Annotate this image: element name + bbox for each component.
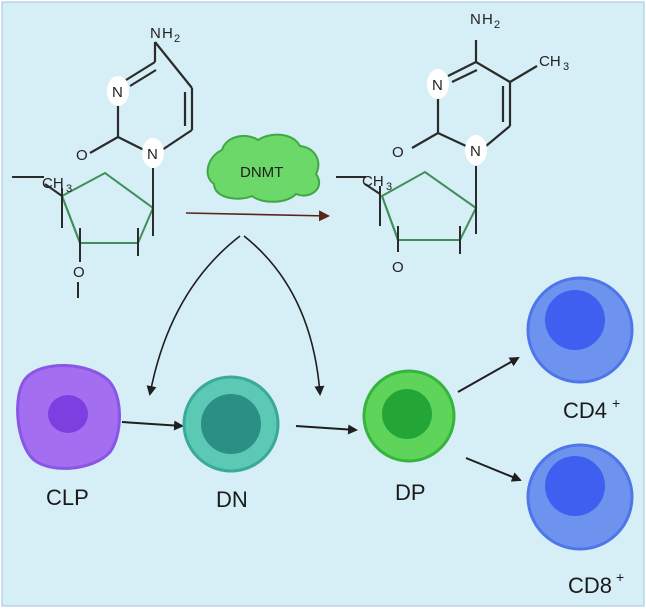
ring-n-top-halo [107,76,129,106]
amine-sub-label: 2 [174,33,180,45]
arrow-clp-to-dn [121,420,184,431]
methyl-deoxyribose-ring [336,170,478,254]
curved-arrow-to-dp [243,235,325,396]
ch3-sub-label: 3 [66,183,72,195]
ring-n-bottom-halo [142,138,164,168]
clp-label: CLP [46,485,89,510]
methyl-pyrimidine-ring [411,40,538,149]
cell-cd8: CD8 + [526,443,634,598]
cd4-nucleus [545,290,605,350]
oxygen-label: O [76,147,88,164]
methyl-ring-n-top-halo [427,69,449,99]
cd8-superscript: + [616,569,624,585]
methyl-ch3-sub-label: 3 [386,181,392,193]
amine-h-label: H [162,25,173,42]
methylation-arrow [185,210,330,222]
methyl-group-label: CH [539,53,561,70]
sugar-oxygen-label: O [73,264,85,281]
ring-n-bottom-label: N [147,146,158,163]
methyl-ring-n-top-label: N [432,77,443,94]
arrow-dp-to-cd4 [457,357,520,393]
methyl-sugar-oxygen-label: O [392,259,404,276]
ring-n-top-label: N [112,84,123,101]
cd4-label: CD4 [563,398,607,423]
deoxyribose-ring [12,171,155,298]
methyl-ring-n-bottom-label: N [470,143,481,160]
methyl-oxygen-label: O [392,144,404,161]
clp-nucleus [48,395,88,433]
cell-clp: CLP [16,364,121,510]
amine-n-label: N [150,25,161,42]
methyl-ring-n-bottom-halo [465,135,487,165]
cd8-label: CD8 [568,573,612,598]
cd4-superscript: + [612,395,620,411]
arrow-dn-to-dp [295,424,358,435]
pyrimidine-ring [89,41,194,154]
dp-nucleus [382,389,432,439]
arrow-dp-to-cd8 [465,457,522,482]
dn-nucleus [201,394,261,454]
methyl-ch3-label: CH [362,173,384,190]
enzyme-blob-icon [206,133,321,203]
cd8-nucleus [545,456,605,516]
dnmt-enzyme: DNMT [206,133,321,203]
dp-label: DP [395,480,426,505]
cell-dp: DP [362,369,456,505]
methyl-group-sub-label: 3 [563,61,569,73]
curved-arrow-to-dn [146,235,241,396]
methyl-amine-h-label: H [482,11,493,28]
cytosine-nucleotide: N H 2 N N O CH 3 O [12,25,194,298]
cell-dn: DN [182,375,280,512]
enzyme-label: DNMT [240,164,283,181]
dn-label: DN [216,487,248,512]
ch3-label: CH [42,175,64,192]
methyl-amine-n-label: N [470,11,481,28]
cell-cd4: CD4 + [526,276,634,423]
methylcytosine-nucleotide: N H 2 CH 3 N N O CH 3 O [336,11,569,276]
methyl-amine-sub-label: 2 [494,19,500,31]
